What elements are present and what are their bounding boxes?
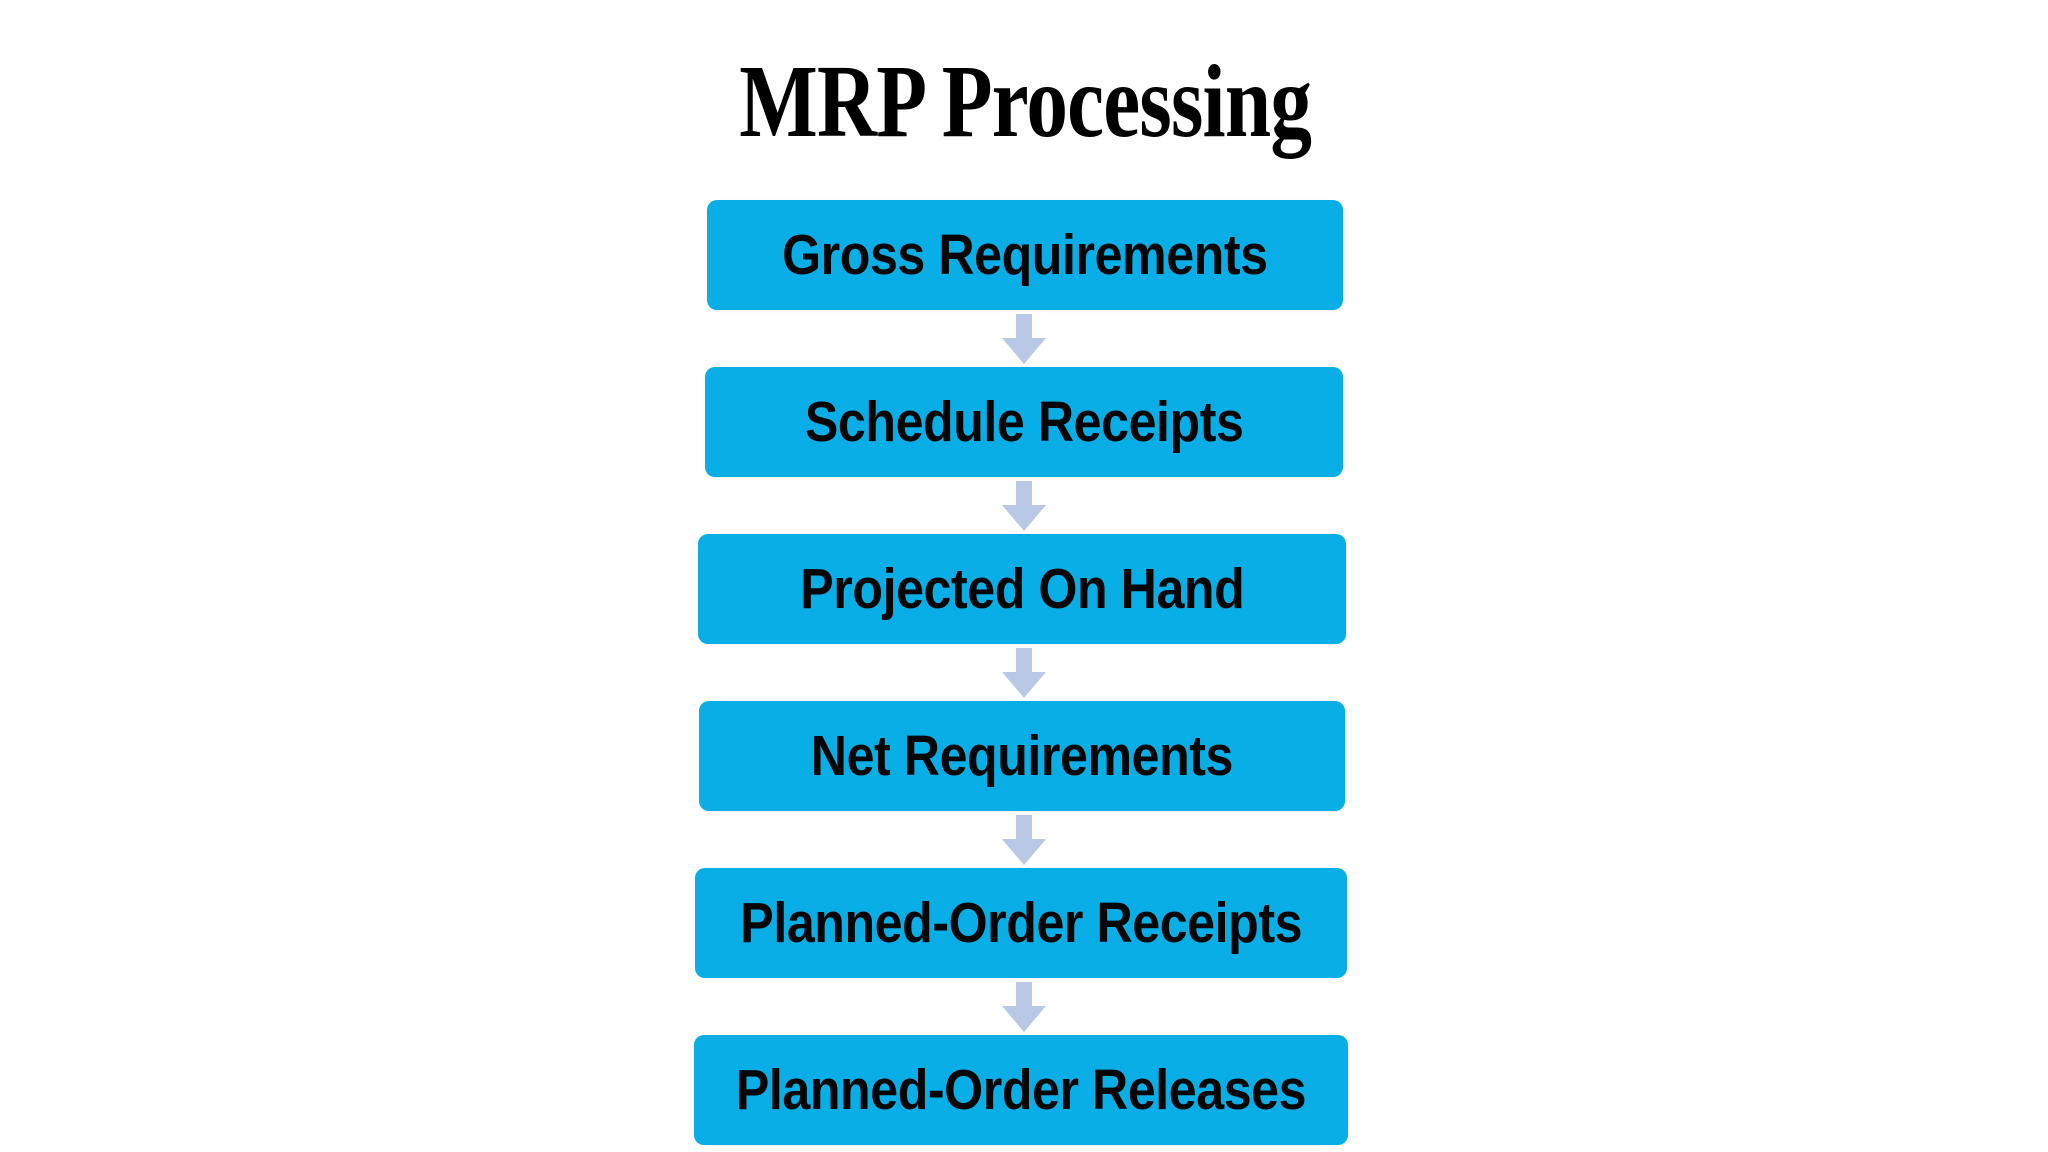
flow-step-4: Net Requirements	[699, 701, 1345, 811]
flow-step-2: Schedule Receipts	[705, 367, 1343, 477]
flow-node-net-requirements[interactable]: Net Requirements	[699, 701, 1345, 811]
flow-step-1: Gross Requirements	[705, 200, 1343, 310]
flow-node-label: Schedule Receipts	[804, 389, 1244, 454]
arrow-down-icon	[1002, 647, 1046, 698]
arrow-down-icon	[1002, 814, 1046, 865]
flow-node-label: Planned-Order Receipts	[740, 890, 1302, 955]
flow-node-planned-order-receipts[interactable]: Planned-Order Receipts	[695, 868, 1347, 978]
flow-node-label: Gross Requirements	[782, 222, 1268, 287]
flow-step-5: Planned-Order Receipts	[695, 868, 1347, 978]
flow-connector-4	[0, 811, 2048, 868]
arrow-down-icon	[1002, 981, 1046, 1032]
flow-connector-3	[0, 644, 2048, 701]
mrp-flowchart: Gross Requirements Schedule Receipts Pro…	[0, 200, 2048, 1145]
flow-node-label: Projected On Hand	[799, 556, 1245, 621]
flow-node-label: Planned-Order Releases	[735, 1057, 1307, 1122]
flow-node-planned-order-releases[interactable]: Planned-Order Releases	[694, 1035, 1348, 1145]
page-title: MRP Processing	[739, 44, 1312, 159]
flow-node-schedule-receipts[interactable]: Schedule Receipts	[705, 367, 1343, 477]
flow-node-gross-requirements[interactable]: Gross Requirements	[707, 200, 1343, 310]
flow-node-label: Net Requirements	[810, 723, 1234, 788]
flow-connector-5	[0, 978, 2048, 1035]
arrow-down-icon	[1002, 480, 1046, 531]
flow-connector-1	[0, 310, 2048, 367]
flow-node-projected-on-hand[interactable]: Projected On Hand	[698, 534, 1346, 644]
flow-step-3: Projected On Hand	[698, 534, 1346, 644]
arrow-down-icon	[1002, 313, 1046, 364]
flow-connector-2	[0, 477, 2048, 534]
flow-step-6: Planned-Order Releases	[694, 1035, 1348, 1145]
